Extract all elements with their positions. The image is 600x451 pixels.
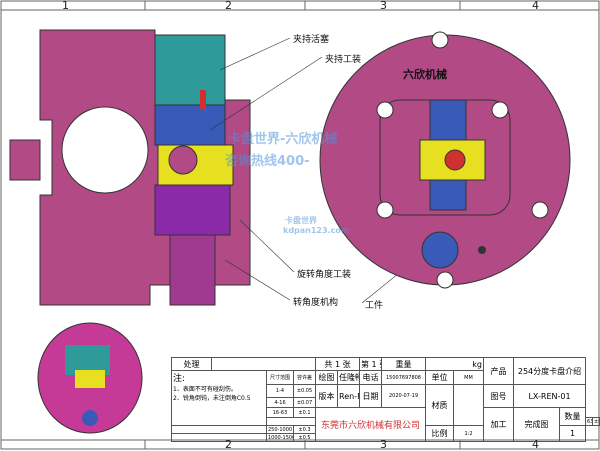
column-number-1: 1: [62, 0, 69, 12]
tol-header-tolerance: 容许差: [293, 370, 316, 385]
phone: 15007697808: [381, 370, 426, 385]
drawing-no: LX-REN-01: [513, 384, 586, 408]
sheet-number: 第 1 张: [359, 357, 382, 371]
qty-label: 数量: [559, 407, 586, 426]
column-number-2: 2: [225, 0, 232, 12]
quantity: 1: [559, 425, 586, 442]
leader-lines: [209, 37, 441, 304]
callout-rotation-fixture: 旋转角度工装: [297, 270, 352, 280]
notes: 注: 1、表面不可有碰刮伤。 2、锐角倒钝，未注倒角C0.5: [171, 370, 267, 426]
tol-value: ±0.3: [293, 425, 316, 434]
end-view: [319, 31, 571, 289]
tol-range: 4-16: [266, 397, 294, 408]
watermark-url: kdpan123.com: [283, 226, 350, 235]
title-block: 处理 共 1 张 第 1 张 重量 kg 产品 254分度卡盘介绍 注: 1、表…: [171, 357, 600, 442]
weight-unit: kg: [425, 357, 484, 371]
company-name: 东莞市六欣机械有限公司: [315, 407, 426, 442]
tol-range: 63-250: [585, 417, 593, 426]
unit: MM: [453, 370, 484, 385]
drawn-by: 任隆畅: [337, 370, 360, 385]
tol-header-range: 尺寸范围: [266, 370, 294, 385]
watermark-line1: 卡盘世界-六欣机械: [228, 132, 338, 147]
tol-value: ±0.5: [293, 433, 316, 442]
unit-label: 单位: [425, 370, 454, 385]
version-label: 版本: [315, 384, 338, 408]
date: 2020-07-19: [381, 384, 426, 408]
column-dividers: [144, 1, 461, 449]
tol-value: ±0.07: [293, 397, 316, 408]
rotation-fixture-part: [154, 184, 231, 236]
product-label: 产品: [483, 357, 514, 385]
machining-label: 加工: [483, 407, 514, 442]
watermark-line2: 咨询热线400-: [225, 154, 310, 169]
tol-value: ±0.1: [293, 407, 316, 418]
tol-value: ±0.2: [592, 417, 600, 426]
scale-label: 比例: [425, 425, 454, 442]
phone-label: 电话: [359, 370, 382, 385]
watermark-logo-text: 卡盘世界: [285, 216, 317, 225]
section-view: [9, 29, 251, 306]
iso-view: [37, 322, 143, 434]
callout-clamp-piston: 夹持活塞: [293, 35, 330, 45]
note-2: 2、锐角倒钝，未注倒角C0.5: [173, 395, 251, 402]
total-sheets: 共 1 张: [315, 357, 360, 371]
tol-range: 1-4: [266, 384, 294, 398]
finished-drawing: 完成图: [513, 407, 560, 442]
bottom-column-number-3: 3: [380, 438, 387, 451]
drawn-label: 绘图: [315, 370, 338, 385]
note-1: 1、表面不可有碰刮伤。: [173, 386, 237, 393]
rotation-mechanism-part: [169, 234, 216, 306]
tol-range: 16-63: [266, 407, 294, 418]
tol-range: 1000-1500: [266, 433, 294, 442]
scale: 1:2: [453, 425, 484, 442]
date-label: 日期: [359, 384, 382, 408]
column-number-4: 4: [532, 0, 539, 12]
product-name: 254分度卡盘介绍: [513, 357, 586, 385]
material-label: 材质: [425, 384, 454, 426]
clamp-piston-part: [154, 34, 226, 106]
bore-hole: [61, 106, 149, 194]
callout-clamp-fixture: 夹持工装: [325, 55, 362, 65]
drawing-no-label: 图号: [483, 384, 514, 408]
part-marking: 六欣机械: [403, 68, 447, 81]
bottom-column-number-4: 4: [532, 438, 539, 451]
tol-range: 250-1000: [266, 425, 294, 434]
notes-title: 注:: [173, 374, 186, 384]
column-number-3: 3: [380, 0, 387, 12]
side-screw: [9, 139, 41, 181]
tol-value: ±0.05: [293, 384, 316, 398]
callout-rotation-mechanism: 转角度机构: [293, 298, 339, 308]
process-label: 处理: [171, 357, 212, 371]
weight-label: 重量: [381, 357, 426, 371]
callout-workpiece: 工件: [365, 301, 384, 311]
bottom-column-number-2: 2: [225, 438, 232, 451]
version: Ren-F1: [337, 384, 360, 408]
